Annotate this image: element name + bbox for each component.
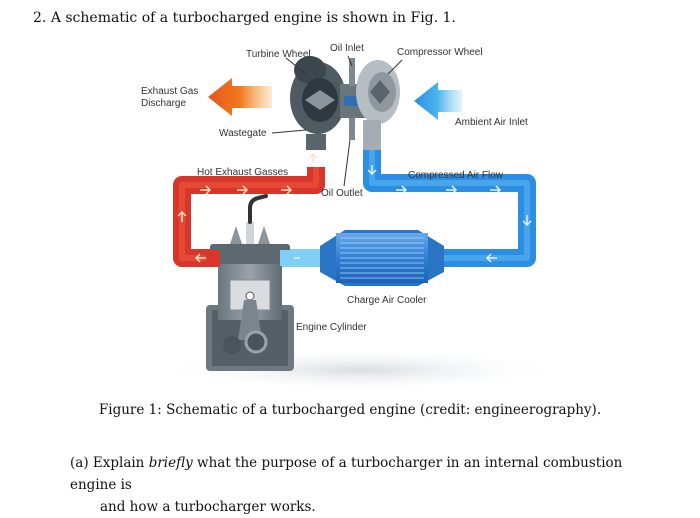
part-a-emphasis: briefly [148,455,193,471]
question-body: A schematic of a turbocharged engine is … [50,10,456,26]
arrow-hot-up [308,152,318,163]
part-a-prefix: Explain [92,455,145,471]
label-ambient-air-inlet: Ambient Air Inlet [455,117,528,128]
cool-flow-arrows [288,165,532,263]
arrow-cool-to-cooler [485,253,497,263]
label-compressor-wheel: Compressor Wheel [397,47,483,58]
figure-caption: Figure 1: Schematic of a turbocharged en… [98,402,602,418]
label-exhaust-gas: Exhaust Gas [141,86,198,97]
question-number: 2. [33,10,47,26]
label-engine-cylinder: Engine Cylinder [296,322,367,333]
arrow-cool-2 [446,185,458,195]
turbocharger [290,56,400,150]
part-a-line1: what the purpose of a turbocharger in an… [70,455,623,493]
label-wastegate: Wastegate [219,128,267,139]
part-a-label: (a) [70,455,89,471]
arrow-hot-to-engine [194,253,206,263]
arrow-hot-3 [281,185,293,195]
label-discharge: Discharge [141,98,186,109]
arrow-cool-down [367,165,377,176]
leader-lines [271,55,403,187]
label-hot-exhaust-gasses: Hot Exhaust Gasses [197,167,288,178]
arrow-hot-2 [237,185,249,195]
arrow-hot-left-up [177,210,187,222]
label-compressed-air-flow: Compressed Air Flow [408,170,504,181]
label-turbine-wheel: Turbine Wheel [246,49,311,60]
arrow-cool-1 [396,185,408,195]
turbocharger-diagram: Turbine Wheel Oil Inlet Compressor Wheel… [141,43,570,392]
arrow-hot-1 [200,185,212,195]
arrow-cool-right-down [522,215,532,227]
arrow-cool-3 [490,185,502,195]
label-charge-air-cooler: Charge Air Cooler [347,295,427,306]
label-oil-outlet: Oil Outlet [321,188,363,199]
ambient-inlet-arrow [414,82,462,120]
label-oil-inlet: Oil Inlet [330,43,364,54]
exhaust-discharge-arrow [208,78,272,116]
part-a-line2: and how a turbocharger works. [100,499,316,515]
question-part-a: (a) Explain briefly what the purpose of … [70,452,670,518]
question-text: 2. A schematic of a turbocharged engine … [33,10,456,26]
engine-cylinder [206,194,294,371]
flow-arrows [177,152,318,263]
charge-air-cooler [320,230,444,286]
